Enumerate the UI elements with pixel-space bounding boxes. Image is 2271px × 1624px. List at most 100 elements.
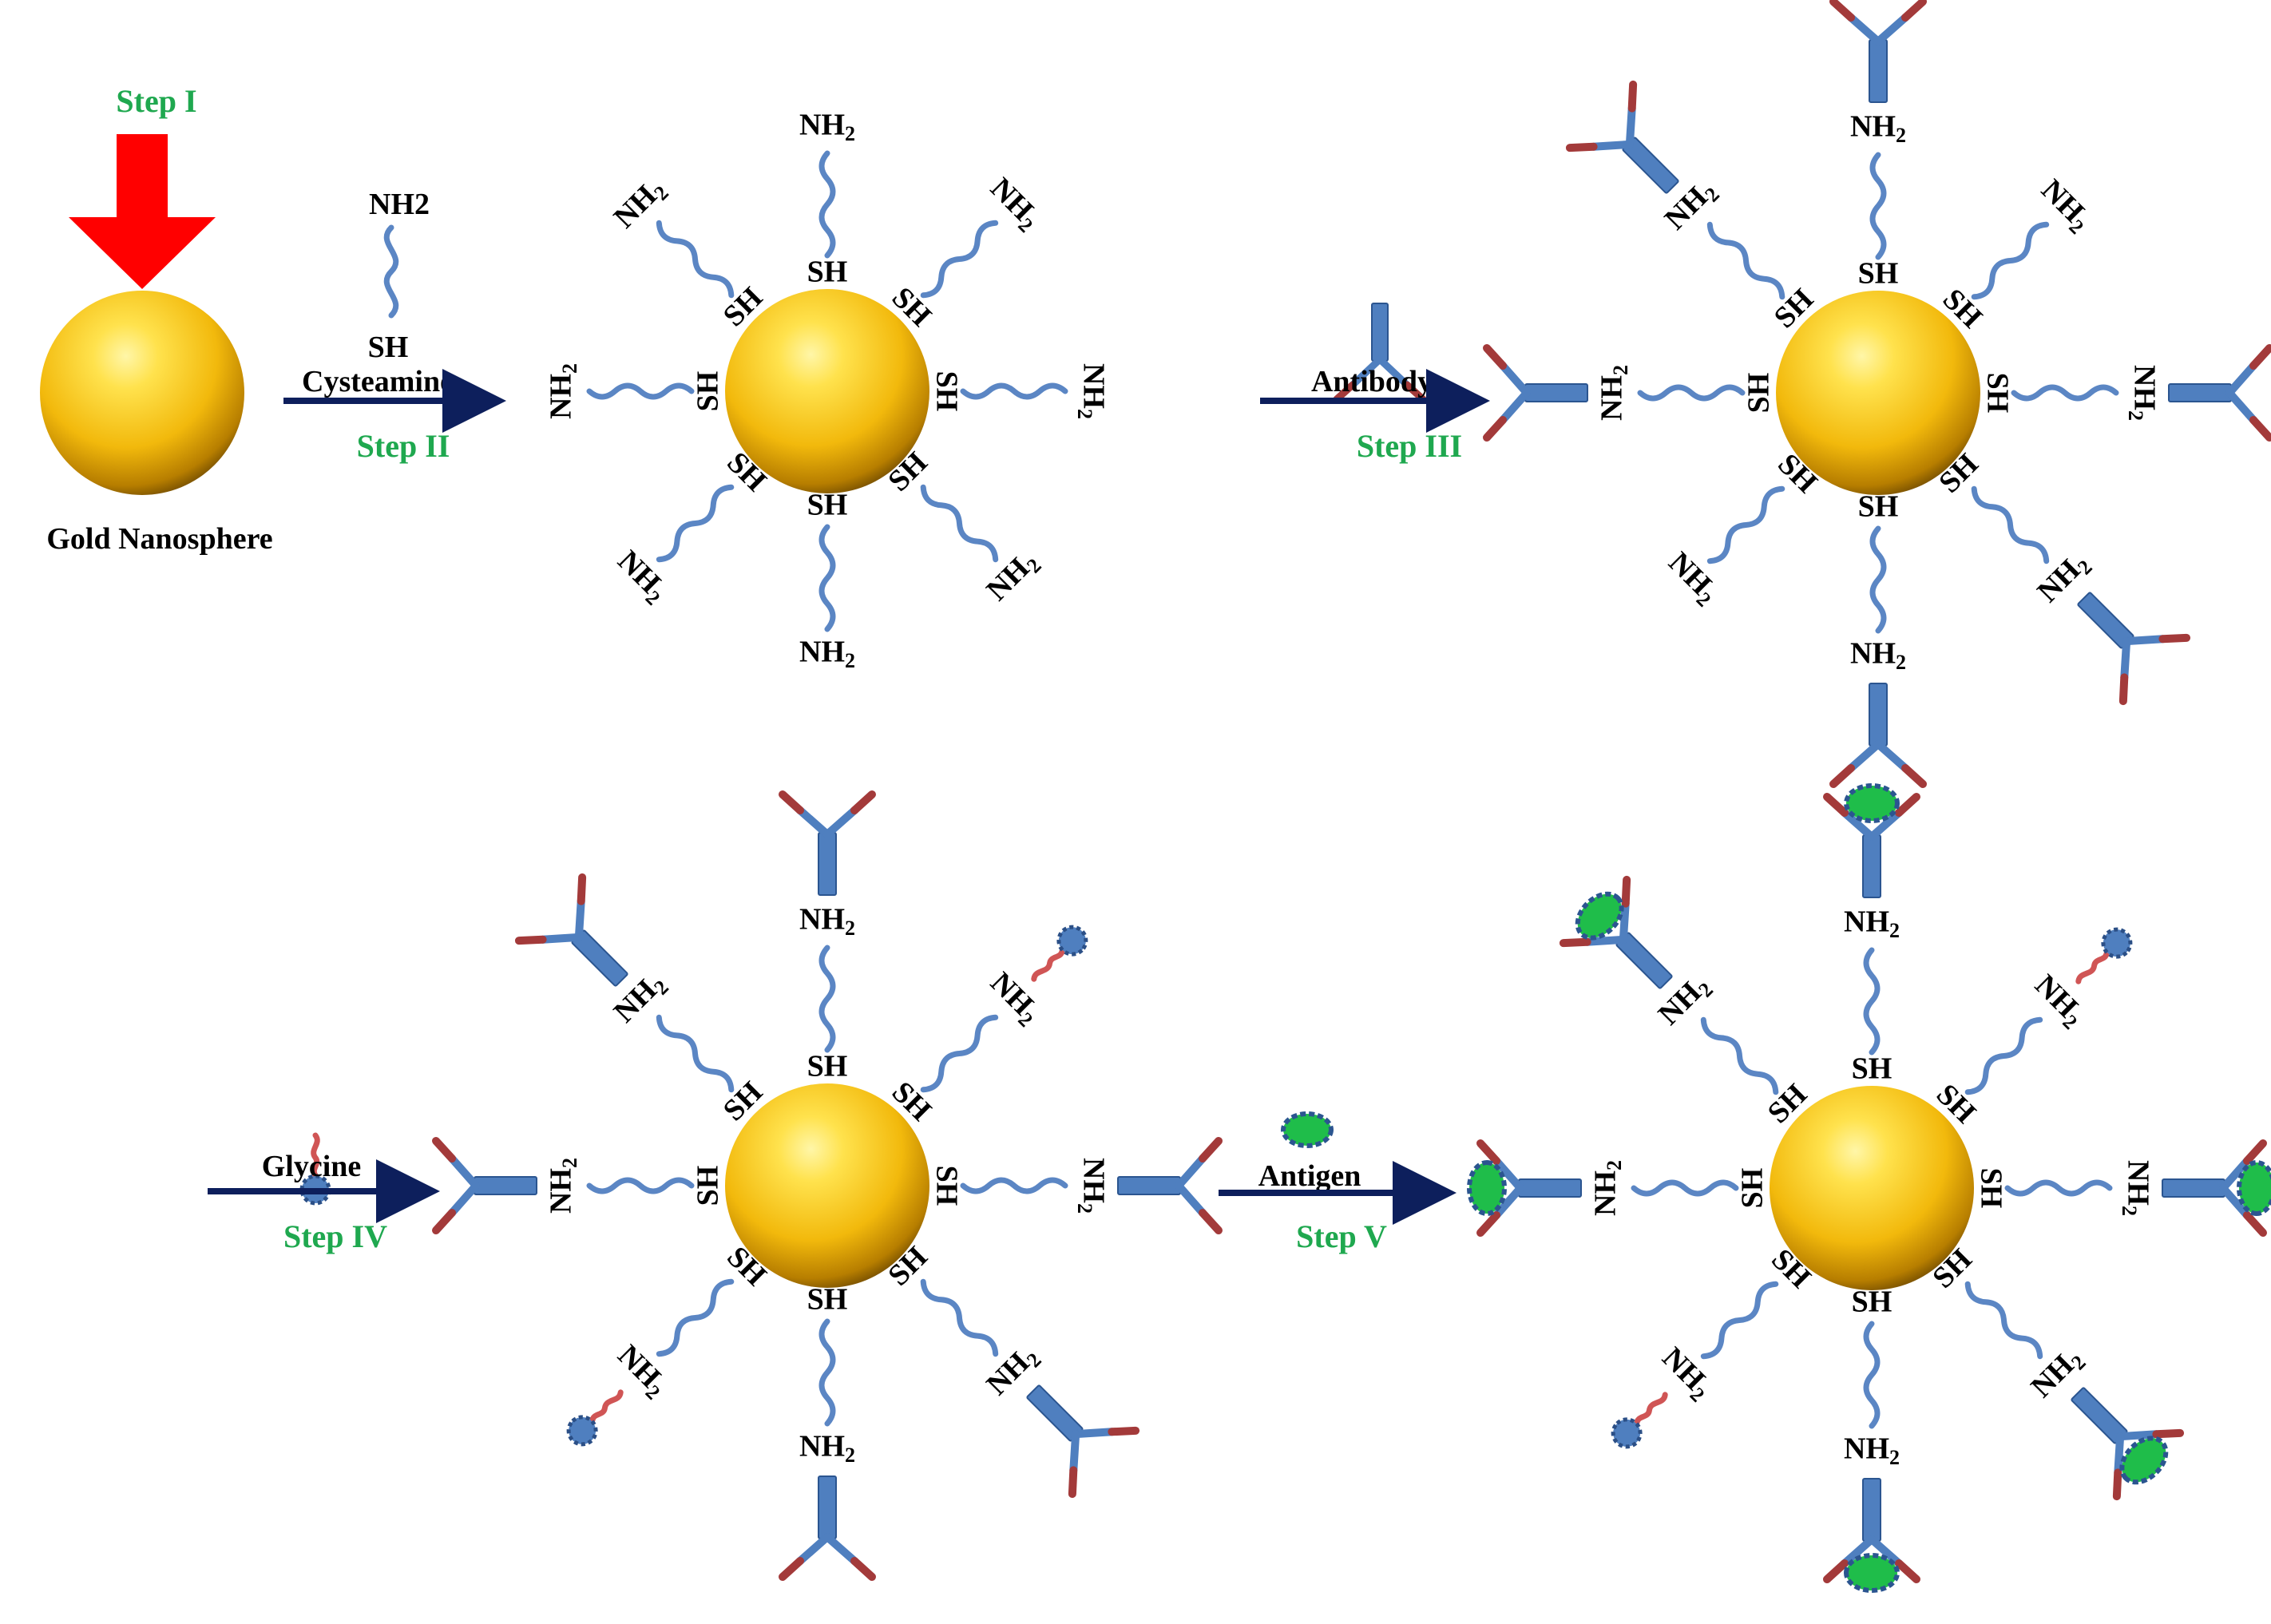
antigen-sphere-antibody-antigen (1844, 1553, 1900, 1593)
cysteamine-sphere-linker (960, 382, 1068, 400)
antigen-sphere-antibody (1559, 875, 1673, 989)
glycine-sphere-linker (920, 1278, 999, 1357)
antibody-sphere-antibody-arm (1499, 389, 1531, 424)
antigen-sphere-glycine-head (2101, 927, 2133, 959)
glycine-sphere-glycine-tail (1031, 948, 1065, 982)
antigen-sphere-antibody-stem (1862, 834, 1881, 898)
antigen-sphere-antibody-tip (1476, 1139, 1500, 1165)
antigen-sphere-antibody-stem (1862, 1478, 1881, 1542)
antigen-sphere-antibody-arm (2219, 1184, 2251, 1219)
cysteamine-sphere-linker (920, 220, 999, 299)
glycine-sphere-sh-label: SH (807, 1050, 848, 1083)
step-5-label: Step V (1296, 1218, 1387, 1254)
antigen-label: Antigen (1258, 1159, 1361, 1193)
antibody-sphere-antibody-tip (1483, 344, 1507, 370)
glycine-sphere-nh2-label: NH2 (799, 1430, 855, 1467)
gold-sphere-icon (40, 291, 244, 495)
glycine-sphere-antibody-arm (796, 806, 831, 838)
antigen-sphere-linker (1863, 947, 1881, 1056)
glycine-sphere-antibody (779, 790, 876, 896)
glycine-sphere-antibody-arm (574, 897, 585, 941)
cysteamine-nh2-label: NH2 (369, 188, 430, 221)
antibody-label: Antibody (1311, 365, 1433, 398)
antibody-sphere-linker (2011, 384, 2119, 402)
antigen-sphere-linker (1863, 1321, 1881, 1429)
antibody-sphere-antibody-tip (1627, 80, 1638, 113)
cysteamine-sh-label: SH (368, 331, 409, 364)
glycine-sphere-antibody-stem (1117, 1176, 1181, 1195)
glycine-sphere-antibody-tip (1068, 1466, 1078, 1499)
antibody-sphere-nh2-label: NH2 (1850, 637, 1906, 674)
antigen-sphere-antibody-arm (2219, 1157, 2251, 1192)
glycine-sphere-antibody-arm (448, 1182, 480, 1217)
glycine-sphere-nh2-label: NH2 (799, 903, 855, 940)
antigen-sphere-antibody-arm (1841, 1535, 1876, 1567)
antibody-sphere-antibody (2077, 592, 2191, 706)
step-4-label: Step IV (283, 1218, 387, 1254)
antibody-sphere-nh2-label: NH2 (2032, 173, 2098, 239)
antibody-sphere-antibody (1829, 0, 1927, 103)
antigen-sphere-antibody-arm (1492, 1157, 1524, 1192)
antibody-sphere-antibody-tip (2158, 633, 2191, 644)
antigen-sphere-antibody (2162, 1139, 2271, 1237)
glycine-sphere-antibody-arm (1069, 1430, 1080, 1475)
cysteamine-sphere-sh-label: SH (692, 371, 725, 412)
antibody-sphere-antibody (1483, 344, 1588, 442)
antigen-sphere-linker (1700, 1281, 1779, 1360)
antibody-sphere-antibody-arm (1625, 104, 1636, 149)
glycine-sphere-glycine (566, 1389, 624, 1447)
antigen-sphere-antibody-antigen (1844, 783, 1900, 823)
cysteamine-sphere-nh2-label: NH2 (1073, 363, 1110, 419)
antibody-sphere-antibody-arm (1847, 14, 1882, 46)
antigen-sphere-nh2-label: NH2 (1844, 1432, 1900, 1469)
antigen-sphere-linker (2004, 1179, 2113, 1197)
cysteamine-sphere-linker (818, 150, 836, 259)
glycine-sphere-linker (920, 1014, 999, 1093)
glycine-sphere-antibody-tip (432, 1209, 456, 1234)
cysteamine-sphere-linker (586, 382, 695, 400)
glycine-sphere-antibody-tip (1199, 1209, 1223, 1234)
cysteamine-sphere-linker (656, 220, 735, 299)
glycine-sphere-antibody-tip (779, 1557, 804, 1581)
glycine-sphere-sh-label: SH (692, 1166, 725, 1206)
antibody-sphere-antibody (2168, 344, 2271, 442)
antibody-sphere-antibody-stem (2168, 383, 2232, 402)
antigen-sphere-antibody-tip (1823, 1559, 1849, 1583)
glycine-sphere-antibody (432, 1137, 537, 1234)
antibody-sphere-linker (1869, 525, 1887, 634)
antibody-sphere-sh-label: SH (1742, 373, 1776, 414)
antibody-sphere-linker (1706, 221, 1785, 300)
antigen-sphere-antibody-stem (1518, 1178, 1582, 1198)
antibody-sphere-antibody-arm (1499, 362, 1531, 397)
antigen-sphere-antibody-tip (2243, 1139, 2267, 1165)
antibody-sphere-antibody-stem (1524, 383, 1588, 402)
cysteamine-sphere-nh2-label: NH2 (980, 544, 1045, 609)
antibody-sphere-nh2-label: NH2 (1850, 110, 1906, 147)
antigen-sphere-antibody-arm (1619, 899, 1630, 944)
antigen-sphere-sh-label: SH (1736, 1168, 1770, 1209)
glycine-sphere-glycine-head (1056, 925, 1088, 957)
glycine-sphere-antibody-arm (1175, 1182, 1207, 1217)
antigen-sphere-glycine-tail (1634, 1392, 1668, 1426)
antibody-sphere-antibody-tip (1829, 0, 1855, 22)
antibody-sphere-antibody (1565, 80, 1679, 194)
antibody-sphere-linker (1869, 152, 1887, 260)
antibody-sphere-nh2-label: NH2 (2124, 365, 2161, 421)
antigen-sphere-antibody-tip (2243, 1211, 2267, 1237)
antigen-sphere-glycine-tail (2075, 950, 2110, 984)
antigen-sphere-linker (1631, 1179, 1739, 1197)
step-3-label: Step III (1357, 428, 1462, 464)
glycine-sphere-antibody-stem (818, 832, 837, 896)
glycine-label: Glycine (262, 1150, 362, 1183)
cysteamine-linker (383, 224, 399, 319)
antigen-sphere-gold (1770, 1086, 1974, 1290)
antigen-sphere-antibody (1823, 1478, 1920, 1593)
antigen-sphere-antibody-antigen (1575, 891, 1624, 941)
antigen-sphere-antibody-stem (2162, 1178, 2225, 1198)
cysteamine-sphere-nh2-label: NH2 (981, 172, 1047, 237)
antigen-sphere-antibody-tip (1823, 793, 1849, 817)
cysteamine-sphere-nh2-label: NH2 (799, 109, 855, 145)
